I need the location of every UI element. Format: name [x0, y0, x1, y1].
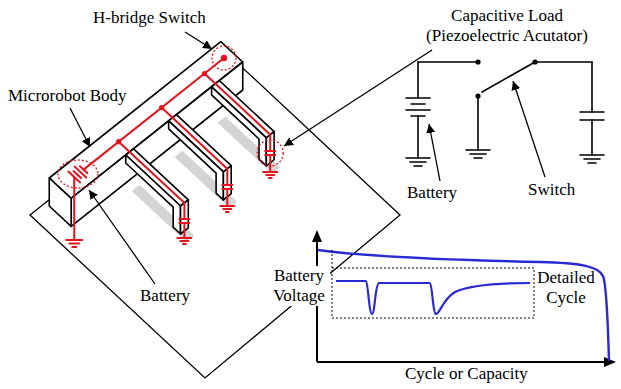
wire-junction — [116, 55, 227, 144]
callout-circle — [58, 46, 283, 188]
callout-circle — [212, 46, 236, 70]
red-wiring — [80, 166, 87, 173]
robot-leg — [169, 115, 232, 200]
wire-junction — [159, 105, 164, 110]
callout-circle — [58, 160, 98, 188]
circuit-schematic — [580, 111, 604, 113]
red-wiring — [177, 237, 191, 239]
robot-leg — [126, 149, 189, 234]
red-wiring — [119, 142, 185, 219]
leader-arrow — [284, 50, 432, 146]
circuit-schematic — [588, 162, 596, 164]
circuit-schematic — [406, 62, 604, 166]
red-wiring — [183, 243, 186, 245]
detailed-cycle-curve — [336, 281, 530, 314]
part-label: Battery — [140, 286, 190, 306]
red-wiring — [226, 189, 228, 206]
axis-label: Cycle or Capacity — [405, 364, 528, 384]
part-label: Battery — [407, 183, 457, 203]
red-wiring — [205, 74, 271, 152]
red-wiring — [183, 223, 185, 238]
wire-junction — [116, 139, 121, 144]
red-wiring — [162, 108, 228, 185]
leader-arrow — [185, 32, 212, 49]
switch-contact — [475, 93, 480, 98]
detailed-cycle-curve — [336, 281, 530, 314]
part-label: Microrobot Body — [8, 86, 127, 106]
leader-arrow — [513, 81, 545, 177]
circuit-schematic — [406, 109, 430, 111]
circuit-schematic — [410, 161, 426, 163]
red-wiring — [263, 171, 277, 173]
red-wiring — [222, 184, 232, 186]
leader-arrow — [429, 124, 440, 181]
robot-leg — [169, 121, 224, 200]
inset-frame — [332, 268, 534, 318]
circuit-schematic — [482, 62, 535, 92]
circuit-schematic — [591, 62, 593, 112]
voltage-curve — [318, 250, 609, 361]
robot-body — [49, 42, 243, 227]
red-wiring — [72, 246, 76, 248]
part-label: Capacitive Load (Piezoelectric Acutator) — [412, 6, 602, 46]
inset-frame — [332, 250, 534, 318]
red-wiring — [84, 58, 224, 170]
robot-body — [49, 178, 71, 226]
red-wiring — [75, 167, 87, 178]
inset-label: Detailed Cycle — [536, 268, 596, 308]
circuit-schematic — [417, 116, 419, 158]
part-label: Switch — [528, 180, 575, 200]
red-wiring — [179, 218, 189, 220]
red-wiring — [180, 240, 188, 242]
switch-contact — [475, 59, 537, 98]
red-wiring — [223, 208, 231, 210]
chart-axis — [317, 361, 606, 363]
red-wiring — [220, 205, 234, 207]
switch-contact — [475, 59, 480, 64]
red-wiring — [265, 150, 275, 152]
red-wiring — [266, 174, 274, 176]
leader-arrow — [70, 108, 90, 147]
leader-arrow — [89, 190, 155, 284]
circuit-schematic — [535, 61, 592, 63]
wire-junction — [221, 55, 227, 61]
circuit-schematic — [477, 96, 479, 150]
red-wiring — [269, 155, 271, 172]
robot-leg — [126, 155, 181, 234]
switch-contact — [532, 59, 537, 64]
leader-arrow — [70, 32, 545, 284]
circuit-schematic — [406, 157, 430, 159]
circuit-schematic — [584, 158, 600, 160]
robot-leg — [212, 87, 267, 166]
red-wiring — [73, 177, 75, 240]
red-wiring — [226, 211, 229, 213]
circuit-schematic — [417, 62, 419, 98]
red-wiring — [69, 243, 79, 245]
circuit-schematic — [414, 165, 422, 167]
wire-junction — [202, 71, 207, 76]
circuit-schematic — [418, 61, 478, 63]
voltage-curve — [318, 250, 609, 361]
callout-circle — [257, 140, 283, 166]
circuit-schematic — [466, 149, 490, 151]
axis-label: Battery Voltage — [268, 266, 330, 306]
circuit-schematic — [591, 120, 593, 155]
chart-axis — [312, 230, 322, 242]
circuit-schematic — [470, 153, 486, 155]
part-label: H-bridge Switch — [93, 8, 206, 28]
inset-frame — [332, 250, 333, 268]
red-wiring — [269, 177, 272, 179]
robot-leg — [212, 81, 275, 166]
circuit-schematic — [411, 103, 425, 105]
chart-axis — [312, 230, 616, 367]
circuit-schematic — [406, 97, 430, 99]
circuit-schematic — [474, 157, 482, 159]
red-wiring — [66, 239, 82, 241]
circuit-schematic — [580, 154, 604, 156]
